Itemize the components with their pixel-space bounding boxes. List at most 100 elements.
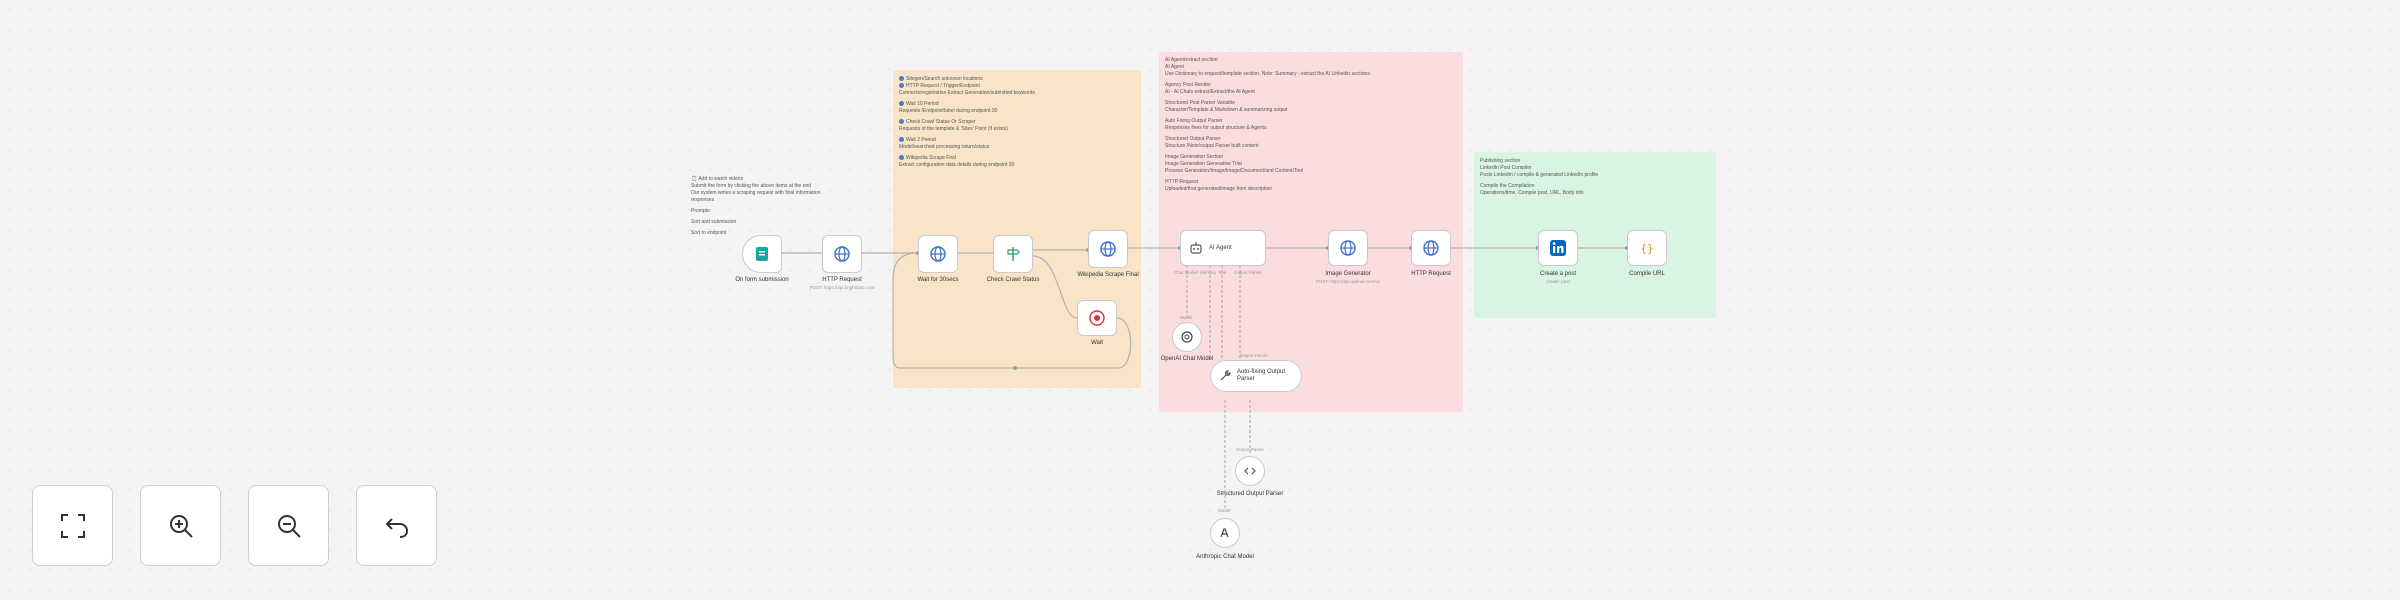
node-structured-parser[interactable] [1235,456,1265,486]
node-wait-label: Wait [1091,340,1103,346]
node-wiki-scrape[interactable] [1088,230,1128,268]
node-http-request-1[interactable] [822,235,862,273]
note-agent-line: Image Generation Generative Trial [1165,161,1242,167]
node-http-request-2-label: HTTP Request [1411,271,1451,277]
port-chat-model: Chat Model* [1174,270,1199,275]
note-intro-line: 📋 Add to watch videos [691,176,744,182]
node-anthropic-model-label: Anthropic Chat Model [1196,554,1254,560]
note-intro-line: responses [691,197,715,203]
note-agent-line: HTTP Request [1165,179,1198,185]
note-agent-line: AI Agent [1165,64,1184,70]
port-memory: Memory [1200,270,1217,275]
globe-icon [1340,240,1356,256]
reset-zoom-button[interactable] [356,485,437,566]
node-check-status[interactable] [993,235,1033,273]
bullet-icon [899,155,904,161]
note-agent-line: Use Dictionary to request/template secti… [1165,71,1370,77]
node-image-generate[interactable] [1328,230,1368,266]
node-anthropic-model-port: Model [1218,508,1231,513]
note-scrape-line: Sitegen/Search unknown locations [906,76,983,82]
node-wiki-scrape-label: Wikipedia Scrape Final [1077,272,1139,278]
note-scrape-line: Connects/registration Extract Generation… [899,90,1035,96]
linkedin-icon [1550,240,1566,256]
node-chat-model-label: OpenAI Chat Model [1160,356,1214,362]
note-agent-line: Process Generation/Image/Image/Document/… [1165,168,1304,174]
node-structured-parser-port: Output Parser [1236,447,1265,452]
node-ai-agent[interactable]: AI Agent [1180,230,1266,266]
note-linkedin-line: LinkedIn Post Compiler [1480,165,1532,171]
note-scrape-line: Wait 10 Period [906,101,939,107]
note-agent-line: AI Agent/extract section [1165,57,1218,63]
connection [892,252,1132,369]
port-tool: Tool [1218,270,1227,275]
note-linkedin-line: Publishing section [1480,158,1521,164]
node-image-generate-label: Image Generator [1325,271,1371,277]
node-autofix-parser[interactable]: Auto-fixing Output Parser [1210,360,1302,392]
bullet-icon [899,83,904,89]
note-linkedin-line: Operations/time, Compile post, URL, Body… [1480,190,1584,196]
zoom-in-button[interactable] [140,485,221,566]
undo-icon [385,517,408,538]
bullet-icon [899,101,904,107]
note-intro-line: Our system writes a scraping request wit… [691,190,821,196]
node-compile-url-label: Compile URL [1629,271,1665,277]
openai-icon [1181,331,1193,343]
anthropic-icon [1220,528,1229,538]
note-agent-line: Structured Output Parser [1165,136,1221,142]
node-compile-url[interactable]: {} [1627,230,1667,266]
node-wait-30-label: Wait for 30secs [917,277,959,283]
node-wait[interactable] [1077,300,1117,336]
form-icon [756,247,768,261]
note-scrape-line: Model/searched processing return/status [899,144,990,150]
note-agent-line: Character/Template & Markdown & summariz… [1165,107,1288,113]
note-agent-line: Structured Post Parser Variable [1165,100,1235,106]
note-scrape-line: Wikipedia Scrape Find [906,155,957,161]
node-linkedin-post[interactable] [1538,230,1578,266]
note-agent-line: AI - AI Chats extract/Extract/the AI Age… [1165,89,1255,95]
node-ai-agent-label: AI Agent [1209,244,1232,251]
note-linkedin-line: Posts LinkedIn / compile & generated Lin… [1480,172,1599,178]
note-scrape-line: Wait 2 Period [906,137,936,143]
node-linkedin-post-label: Create a post [1539,271,1577,277]
node-image-generate-sub: POST: https://api.openai.com/v1 [1315,279,1381,284]
zoom-out-button[interactable] [248,485,329,566]
robot-icon [1190,242,1202,254]
zoom-in-icon [169,514,193,538]
node-anthropic-model[interactable] [1210,518,1240,548]
note-linkedin[interactable]: Publishing section LinkedIn Post Compile… [1474,152,1716,318]
stop-icon [1089,310,1105,326]
note-scrape-line: Extract configuration data details durin… [899,162,1015,168]
node-autofix-parser-port: Output Parser [1240,353,1269,358]
connection [1032,255,1078,319]
globe-icon [1100,241,1116,257]
note-intro-line: Prompts [691,208,710,214]
globe-icon [834,246,850,262]
code-braces-icon: {} [1640,242,1653,255]
connection [1239,265,1251,455]
note-agent-line: Image Generation Section [1165,154,1224,160]
node-wait-30[interactable] [918,235,958,273]
node-check-status-label: Check Crawl Status [986,277,1040,283]
node-http-request-1-label: HTTP Request [822,277,862,283]
node-chat-model-port: Model [1180,315,1193,320]
node-linkedin-post-sub: create: post [1546,279,1570,284]
fit-view-button[interactable] [32,485,113,566]
note-linkedin-line: Compile the Compilation [1480,183,1535,189]
port-output-parser: Output Parser [1234,270,1263,275]
note-intro[interactable]: 📋 Add to watch videos Submit the form by… [685,170,855,310]
note-scrape-line: Check Crawl Status Or Scraper [906,119,976,125]
zoom-out-icon [277,514,301,538]
node-form-trigger[interactable] [742,235,782,273]
globe-icon [930,246,946,262]
note-agent-line: Responses fixes for output structure & A… [1165,125,1267,131]
port-dot [1013,366,1017,370]
node-form-trigger-label: On form submission [735,277,789,283]
signpost-icon [1007,247,1020,261]
node-http-request-2[interactable] [1411,230,1451,266]
note-scrape-line: Requests of the template & 'Sites' Point… [899,126,1008,132]
node-chat-model[interactable] [1172,322,1202,352]
note-agent-line: Auto Fixing Output Parser [1165,118,1223,124]
code-icon [1244,467,1256,475]
note-scrape-line: HTTP Request / Trigger/Endpoint [906,83,980,89]
